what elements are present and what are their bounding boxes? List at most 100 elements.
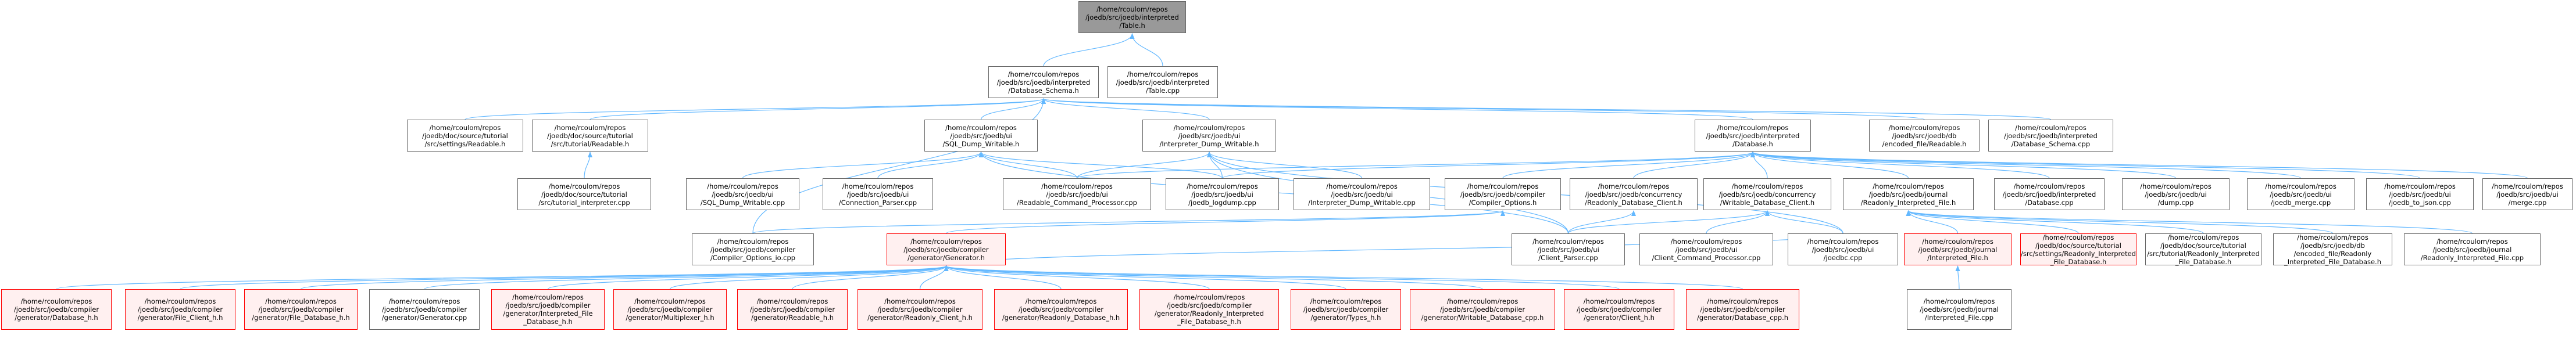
graph-node-settings-readonly-interp-db[interactable]: /home/rcoulom/repos /joedb/doc/source/tu… <box>2020 233 2136 266</box>
graph-node-db-schema-h[interactable]: /home/rcoulom/repos /joedb/src/joedb/int… <box>988 66 1099 98</box>
dependency-edge <box>424 265 949 290</box>
dependency-edge <box>1130 33 1163 67</box>
dependency-edge <box>1750 152 2050 179</box>
dependency-edge <box>1906 210 2079 234</box>
graph-node-joedb-merge-cpp[interactable]: /home/rcoulom/repos /joedb/src/joedb/ui … <box>2247 178 2355 210</box>
dependency-edge <box>1906 210 2204 234</box>
graph-node-client-parser-cpp[interactable]: /home/rcoulom/repos /joedb/src/joedb/ui … <box>1512 233 1625 265</box>
dependency-edge <box>1221 152 1755 179</box>
graph-node-gen-database-h[interactable]: /home/rcoulom/repos /joedb/src/joedb/com… <box>1 289 112 330</box>
graph-node-merge-cpp[interactable]: /home/rcoulom/repos /joedb/src/joedb/ui … <box>2482 178 2573 210</box>
graph-node-dump-cpp[interactable]: /home/rcoulom/repos /joedb/src/joedb/ui … <box>2122 178 2230 210</box>
graph-node-client-cmd-proc-cpp[interactable]: /home/rcoulom/repos /joedb/src/joedb/ui … <box>1639 233 1773 265</box>
dependency-edge <box>1567 210 1636 234</box>
graph-node-generator-h[interactable]: /home/rcoulom/repos /joedb/src/joedb/com… <box>887 233 1006 265</box>
graph-node-gen-readonly-client-h[interactable]: /home/rcoulom/repos /joedb/src/joedb/com… <box>858 289 982 330</box>
graph-node-interp-dump-writable-cpp[interactable]: /home/rcoulom/repos /joedb/src/joedb/ui … <box>1294 178 1430 210</box>
graph-node-encoded-readonly-interp-db[interactable]: /home/rcoulom/repos /joedb/src/joedb/db … <box>2273 233 2392 266</box>
graph-node-joedb-logdump-cpp[interactable]: /home/rcoulom/repos /joedb/src/joedb/ui … <box>1166 178 1279 210</box>
dependency-edge <box>944 265 1483 290</box>
graph-node-journal-interp-file-cpp[interactable]: /home/rcoulom/repos /joedb/src/joedb/jou… <box>1907 289 2012 330</box>
dependency-edge <box>1041 98 1925 120</box>
dependency-edge <box>56 265 948 290</box>
graph-node-gen-generator-cpp[interactable]: /home/rcoulom/repos /joedb/src/joedb/com… <box>369 289 480 330</box>
dependency-edge <box>944 265 1620 290</box>
dependency-edge <box>1750 152 2421 179</box>
graph-node-interp-dump-writable-h[interactable]: /home/rcoulom/repos /joedb/src/joedb/ui … <box>1142 120 1276 152</box>
graph-node-table-h: /home/rcoulom/repos /joedb/src/joedb/int… <box>1078 1 1186 33</box>
graph-node-gen-multiplexer-h[interactable]: /home/rcoulom/repos /joedb/src/joedb/com… <box>613 289 727 330</box>
graph-node-readonly-interp-file-h[interactable]: /home/rcoulom/repos /joedb/src/joedb/jou… <box>1843 178 1974 210</box>
dependency-edge <box>742 152 984 179</box>
graph-node-gen-writable-database-cpp[interactable]: /home/rcoulom/repos /joedb/src/joedb/com… <box>1410 289 1555 330</box>
dependency-edge <box>1765 210 1843 234</box>
dependency-edge <box>945 210 1505 234</box>
graph-node-settings-readable[interactable]: /home/rcoulom/repos /joedb/doc/source/tu… <box>407 120 523 152</box>
dependency-edge <box>944 265 1743 290</box>
dependency-edge <box>877 152 984 179</box>
graph-node-tutorial-readonly-interp-db[interactable]: /home/rcoulom/repos /joedb/doc/source/tu… <box>2145 233 2261 266</box>
graph-node-gen-types-h[interactable]: /home/rcoulom/repos /joedb/src/joedb/com… <box>1291 289 1401 330</box>
graph-node-tutorial-readable[interactable]: /home/rcoulom/repos /joedb/doc/source/tu… <box>532 120 648 152</box>
dependency-edge <box>1955 265 1960 290</box>
graph-node-readonly-interp-file-cpp[interactable]: /home/rcoulom/repos /joedb/src/joedb/jou… <box>2404 233 2541 265</box>
graph-node-gen-client-h[interactable]: /home/rcoulom/repos /joedb/src/joedb/com… <box>1564 289 1674 330</box>
dependency-edge <box>944 265 1062 290</box>
dependency-edge <box>978 152 1223 179</box>
graph-node-readonly-db-client-h[interactable]: /home/rcoulom/repos /joedb/src/joedb/con… <box>1570 178 1698 210</box>
dependency-edge <box>589 98 1046 120</box>
graph-node-joedb-to-json-cpp[interactable]: /home/rcoulom/repos /joedb/src/joedb/ui … <box>2366 178 2474 210</box>
graph-node-compiler-options-h[interactable]: /home/rcoulom/repos /joedb/src/joedb/com… <box>1445 178 1561 210</box>
graph-node-gen-file-database-h[interactable]: /home/rcoulom/repos /joedb/src/joedb/com… <box>244 289 358 330</box>
dependency-edge <box>792 265 949 290</box>
dependency-edge <box>1750 152 2177 179</box>
graph-node-writable-db-client-h[interactable]: /home/rcoulom/repos /joedb/src/joedb/con… <box>1703 178 1831 210</box>
graph-node-gen-readonly-interp-file-db-h[interactable]: /home/rcoulom/repos /joedb/src/joedb/com… <box>1139 289 1279 330</box>
dependency-edge <box>980 98 1046 120</box>
graph-node-gen-readonly-database-h[interactable]: /home/rcoulom/repos /joedb/src/joedb/com… <box>994 289 1128 330</box>
dependency-edge <box>1750 152 2528 179</box>
dependency-edge <box>669 265 949 290</box>
graph-node-encoded-file-readable[interactable]: /home/rcoulom/repos /joedb/src/joedb/db … <box>1869 120 1980 152</box>
dependency-edge <box>752 98 1046 234</box>
graph-node-sql-dump-writable-cpp[interactable]: /home/rcoulom/repos /joedb/src/joedb/ui … <box>686 178 799 210</box>
dependency-edge <box>1076 152 1212 179</box>
dependency-edge <box>1906 210 2473 234</box>
graph-node-tutorial-interpreter-cpp[interactable]: /home/rcoulom/repos /joedb/doc/source/tu… <box>517 178 651 210</box>
dependency-edge <box>1706 210 1770 234</box>
dependency-edge <box>180 265 948 290</box>
graph-node-sql-dump-writable-h[interactable]: /home/rcoulom/repos /joedb/src/joedb/ui … <box>924 120 1038 152</box>
dependency-edge <box>1041 98 1753 120</box>
graph-node-gen-readable-h[interactable]: /home/rcoulom/repos /joedb/src/joedb/com… <box>737 289 848 330</box>
graph-node-journal-interp-file-h[interactable]: /home/rcoulom/repos /joedb/src/joedb/jou… <box>1904 233 2012 265</box>
dependency-edge <box>944 265 1346 290</box>
dependency-edge <box>1502 152 1755 179</box>
dependency-edge <box>978 152 1078 179</box>
dependency-edge <box>1906 210 2334 234</box>
dependency-edge <box>1750 152 1909 179</box>
graph-node-interp-database-cpp[interactable]: /home/rcoulom/repos /joedb/src/joedb/int… <box>1994 178 2105 210</box>
dependency-edge <box>1041 98 1210 120</box>
graph-node-gen-file-client-h[interactable]: /home/rcoulom/repos /joedb/src/joedb/com… <box>125 289 235 330</box>
graph-node-readable-cmd-proc-cpp[interactable]: /home/rcoulom/repos /joedb/src/joedb/ui … <box>1003 178 1151 210</box>
graph-node-compiler-options-io-cpp[interactable]: /home/rcoulom/repos /joedb/src/joedb/com… <box>692 233 814 265</box>
dependency-edge <box>1076 152 1755 179</box>
graph-node-table-cpp[interactable]: /home/rcoulom/repos /joedb/src/joedb/int… <box>1107 66 1218 98</box>
dependency-edge <box>465 98 1046 120</box>
dependency-edge <box>1041 98 2052 120</box>
dependency-edge <box>1043 33 1135 67</box>
graph-node-connection-parser-cpp[interactable]: /home/rcoulom/repos /joedb/src/joedb/ui … <box>823 178 933 210</box>
dependency-edge <box>944 265 1210 290</box>
graph-node-joedbc-cpp[interactable]: /home/rcoulom/repos /joedb/src/joedb/ui … <box>1788 233 1898 265</box>
graph-node-interp-database-h[interactable]: /home/rcoulom/repos /joedb/src/joedb/int… <box>1695 120 1811 152</box>
dependency-edge <box>1567 210 1770 234</box>
graph-node-gen-database-cpp[interactable]: /home/rcoulom/repos /joedb/src/joedb/com… <box>1686 289 1799 330</box>
dependency-edge <box>1207 152 1363 179</box>
dependency-edge <box>584 152 592 179</box>
graph-node-gen-interpreted-file-db-h[interactable]: /home/rcoulom/repos /joedb/src/joedb/com… <box>491 289 605 330</box>
graph-node-db-schema-cpp[interactable]: /home/rcoulom/repos /joedb/src/joedb/int… <box>1988 120 2113 152</box>
dependency-edge <box>300 265 948 290</box>
dependency-edge <box>752 210 1505 234</box>
